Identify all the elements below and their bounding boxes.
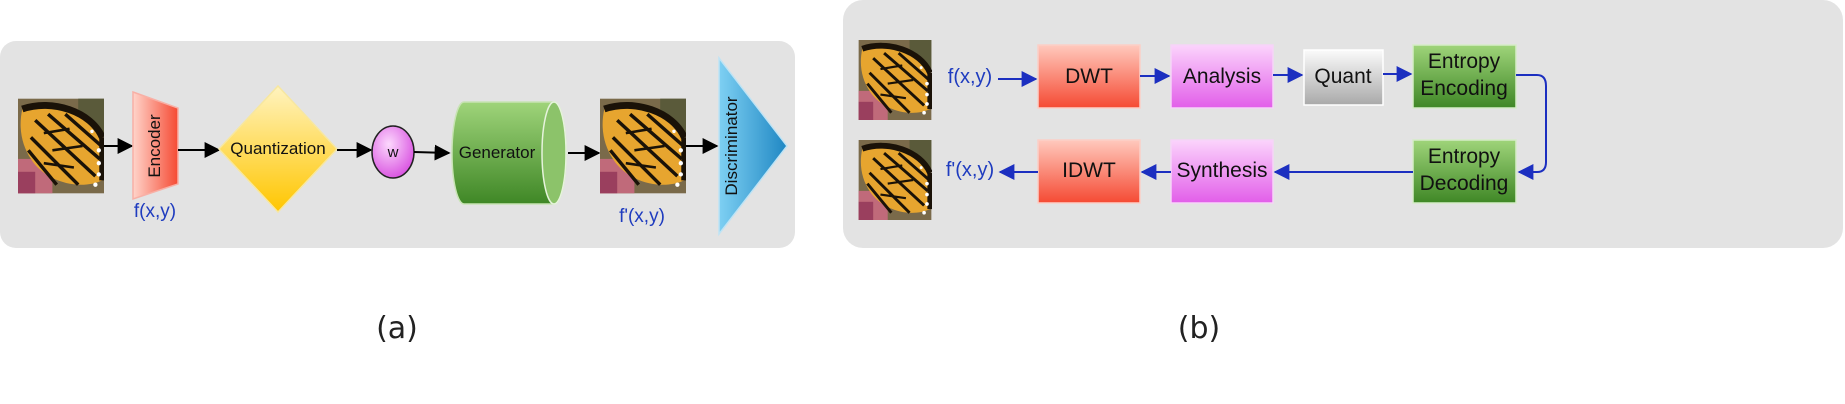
idwt-block	[1037, 139, 1141, 204]
entropy-encoding-label-line2: Encoding	[1420, 77, 1508, 100]
discriminator-block	[718, 55, 788, 237]
input-image-a	[18, 99, 104, 194]
idwt-label: IDWT	[1062, 159, 1116, 182]
quantization-label: Quantization	[230, 139, 325, 158]
output-image-b	[859, 140, 932, 220]
encoder-block	[132, 90, 179, 201]
generator-block	[451, 101, 567, 205]
panel-a: Encoder f(x,y) Quantization w Generator …	[0, 41, 795, 248]
caption-a: (a)	[376, 311, 418, 346]
arrow-encoding-to-decoding	[1516, 74, 1547, 180]
dwt-label: DWT	[1065, 65, 1113, 88]
dwt-block	[1037, 44, 1141, 109]
entropy-decoding-label-line2: Decoding	[1420, 172, 1509, 195]
entropy-encoding-block	[1412, 44, 1517, 109]
arrow-w-to-generator	[413, 144, 451, 161]
quant-block	[1303, 49, 1384, 106]
output-label-a: f'(x,y)	[619, 206, 665, 227]
caption-b: (b)	[1178, 311, 1220, 346]
generator-label: Generator	[459, 143, 536, 162]
synthesis-label: Synthesis	[1176, 159, 1267, 182]
entropy-decoding-block	[1412, 139, 1517, 204]
discriminator-label: Discriminator	[722, 96, 741, 196]
output-image-a	[600, 99, 686, 194]
panel-b: f(x,y) f'(x,y) DWT Analysis Quant Entrop…	[843, 0, 1843, 248]
analysis-block	[1170, 44, 1274, 109]
output-label-b: f'(x,y)	[946, 159, 994, 181]
entropy-encoding-label-line1: Entropy	[1428, 50, 1501, 73]
synthesis-block	[1170, 139, 1274, 204]
input-image-b	[859, 40, 932, 120]
analysis-label: Analysis	[1183, 65, 1261, 88]
quant-label: Quant	[1314, 65, 1371, 88]
input-label-b: f(x,y)	[948, 66, 992, 88]
w-label: w	[387, 144, 399, 161]
panel-b-background	[843, 0, 1843, 248]
input-label-a: f(x,y)	[134, 201, 176, 222]
entropy-decoding-label-line1: Entropy	[1428, 145, 1501, 168]
encoder-label: Encoder	[145, 114, 164, 178]
quantization-block	[217, 84, 339, 214]
